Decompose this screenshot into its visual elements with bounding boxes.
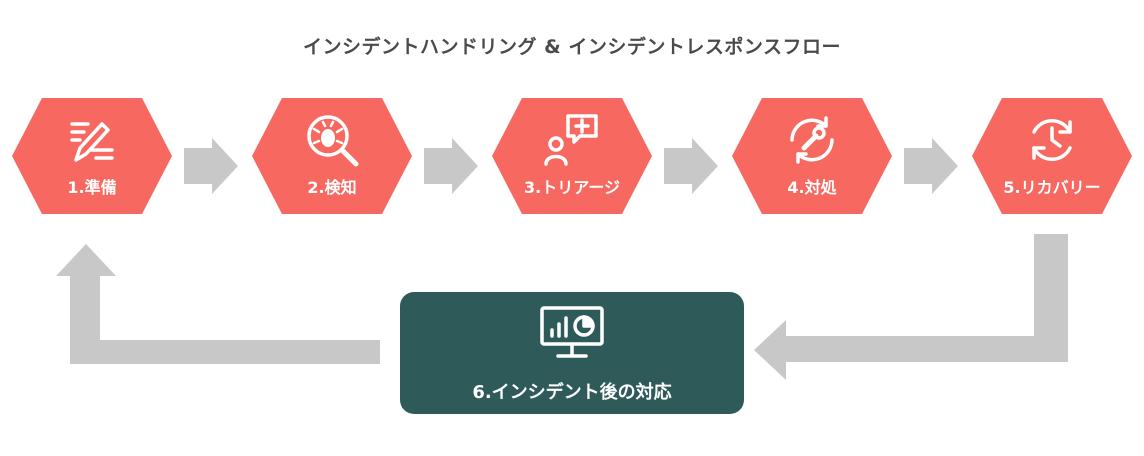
hexagon-shape [12,98,172,214]
step-triage: 3.トリアージ [492,98,652,214]
step-recovery: 5.リカバリー [972,98,1132,214]
step-post-incident: 6.インシデント後の対応 [400,292,744,414]
step-label: 4.対処 [787,178,837,197]
step-response: 4.対処 [732,98,892,214]
step-label: 6.インシデント後の対応 [472,382,672,403]
step-label: 1.準備 [67,178,117,197]
arrow-2-to-3 [424,138,478,194]
wrench-cycle-icon [790,116,834,164]
step-detection: 2.検知 [252,98,412,214]
step-label: 3.トリアージ [524,178,620,197]
step-label: 5.リカバリー [1003,178,1101,197]
bug-search-icon [307,115,359,167]
hexagon-shape [972,98,1132,214]
arrow-4-to-5 [904,138,958,194]
arrow-1-to-2 [184,138,238,194]
hexagon-shape [492,98,652,214]
step-label: 2.検知 [307,178,357,197]
person-add-chat-icon [544,114,598,166]
edit-list-icon [70,122,114,162]
diagram-title: インシデントハンドリング & インシデントレスポンスフロー [303,36,841,58]
arrow-5-to-6 [754,234,1068,380]
clock-refresh-icon [1032,119,1072,161]
hexagon-shape [732,98,892,214]
step-preparation: 1.準備 [12,98,172,214]
arrow-6-to-1 [56,244,380,364]
arrow-3-to-4 [664,138,718,194]
monitor-chart-icon [540,306,604,358]
